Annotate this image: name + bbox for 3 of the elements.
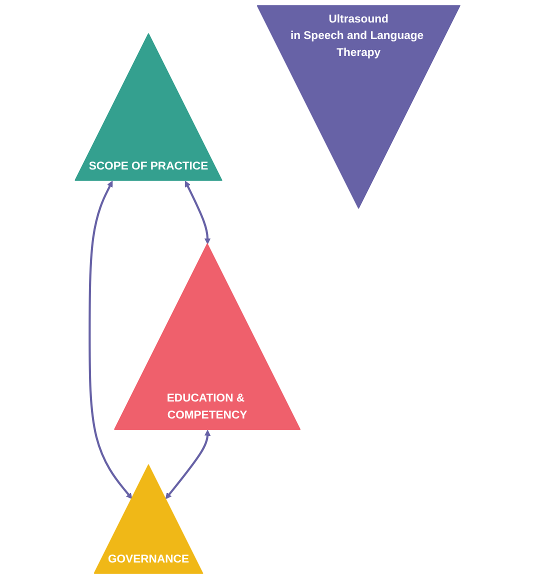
arrow [165,430,211,500]
arrow [88,180,132,500]
arrow [184,180,211,244]
